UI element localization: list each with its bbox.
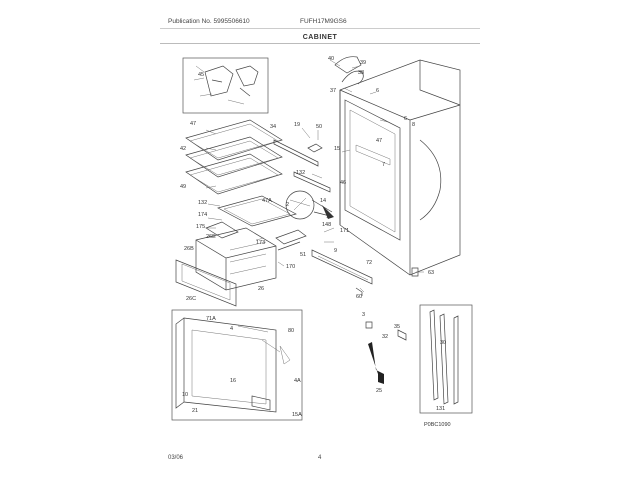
callout-171: 171 bbox=[340, 228, 349, 234]
callout-10: 10 bbox=[182, 392, 188, 398]
callout-6-side: 6 bbox=[404, 116, 407, 122]
callout-6-top: 6 bbox=[376, 88, 379, 94]
callout-3: 3 bbox=[362, 312, 365, 318]
callout-40: 40 bbox=[328, 56, 334, 62]
callout-172: 132 bbox=[198, 200, 207, 206]
callout-4: 4 bbox=[230, 326, 233, 332]
callout-80: 80 bbox=[288, 328, 294, 334]
page-title: CABINET bbox=[302, 34, 338, 41]
door-inset-box bbox=[171, 309, 303, 421]
callout-47A: 47A bbox=[262, 198, 272, 204]
shelves-assembly bbox=[185, 119, 283, 195]
callout-47: 47 bbox=[190, 121, 196, 127]
callout-71A: 71A bbox=[206, 316, 216, 322]
callout-50: 50 bbox=[316, 124, 322, 130]
callout-numbers: 40 39 38 37 6 8 6 47 42 49 34 19 50 15 4… bbox=[180, 56, 451, 428]
lower-right-parts bbox=[365, 304, 473, 414]
callout-19: 19 bbox=[294, 122, 300, 128]
callout-26E: 26E bbox=[206, 234, 216, 240]
callout-30: 30 bbox=[440, 340, 446, 346]
callout-4A: 4A bbox=[294, 378, 301, 384]
callout-26C: 26C bbox=[186, 296, 196, 302]
callout-8: 8 bbox=[412, 122, 415, 128]
callout-49: 49 bbox=[180, 184, 186, 190]
leader-lines bbox=[205, 59, 424, 293]
callout-9: 9 bbox=[334, 248, 337, 254]
bottom-kickplate bbox=[311, 249, 419, 296]
callout-16: 16 bbox=[230, 378, 236, 384]
callout-60: 60 bbox=[356, 294, 362, 300]
inset-reference-label: P0BC1090 bbox=[424, 422, 451, 428]
footer-date: 03/06 bbox=[168, 455, 184, 461]
callout-15A: 15A bbox=[292, 412, 302, 418]
callout-32: 32 bbox=[382, 334, 388, 340]
callout-38: 38 bbox=[358, 70, 364, 76]
callout-34: 34 bbox=[270, 124, 276, 130]
callout-37: 37 bbox=[330, 88, 336, 94]
callout-46: 46 bbox=[340, 180, 346, 186]
model-number: FUFH17M9GS6 bbox=[300, 18, 347, 25]
callout-72: 72 bbox=[366, 260, 372, 266]
callout-131: 131 bbox=[436, 406, 445, 412]
callout-51: 51 bbox=[300, 252, 306, 258]
inset-controls-box bbox=[182, 57, 269, 114]
callout-174: 174 bbox=[198, 212, 207, 218]
callout-7: 7 bbox=[382, 162, 385, 168]
callout-170: 170 bbox=[286, 264, 295, 270]
cabinet-body bbox=[334, 56, 461, 276]
callout-35: 35 bbox=[394, 324, 400, 330]
callout-26B: 26B bbox=[184, 246, 194, 252]
callout-63: 63 bbox=[428, 270, 434, 276]
callout-21: 21 bbox=[192, 408, 198, 414]
shelf-rails bbox=[273, 139, 331, 193]
title-rule bbox=[160, 43, 480, 44]
publication-number: Publication No. 5995506610 bbox=[168, 18, 250, 25]
header-rule bbox=[160, 28, 480, 29]
callout-15: 15 bbox=[334, 146, 340, 152]
footer-page-number: 4 bbox=[318, 455, 322, 461]
callout-173: 173 bbox=[256, 240, 265, 246]
callout-25: 25 bbox=[376, 388, 382, 394]
callout-11: 11 bbox=[326, 214, 332, 220]
callout-47-cab: 47 bbox=[376, 138, 382, 144]
callout-26: 26 bbox=[258, 286, 264, 292]
crisper-cover bbox=[205, 195, 297, 239]
callout-132: 132 bbox=[296, 170, 305, 176]
callout-42: 42 bbox=[180, 146, 186, 152]
crisper-drawers bbox=[175, 227, 307, 307]
callout-2: 2 bbox=[286, 202, 289, 208]
callout-14: 14 bbox=[320, 198, 326, 204]
detail-circle bbox=[285, 190, 334, 220]
callout-39: 39 bbox=[360, 60, 366, 66]
callout-175: 175 bbox=[196, 224, 205, 230]
callout-45: 45 bbox=[198, 72, 204, 78]
callout-148: 148 bbox=[322, 222, 331, 228]
